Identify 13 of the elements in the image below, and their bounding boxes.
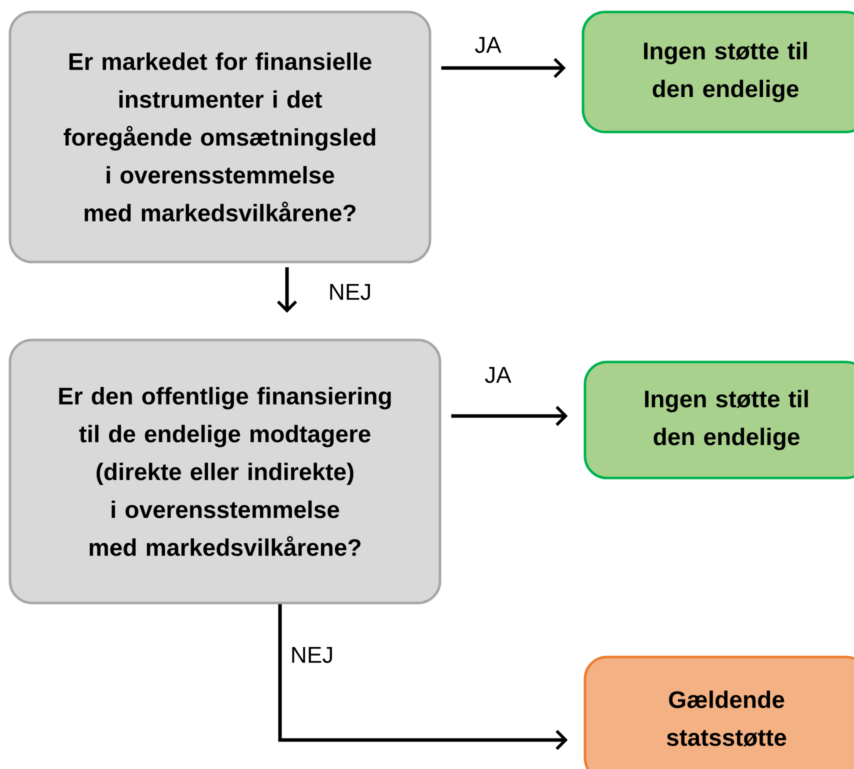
arrow xyxy=(276,267,298,313)
edge-label: NEJ xyxy=(289,646,335,664)
arrow xyxy=(441,58,566,78)
question-box: Er markedet for finansielle instrumenter i det foregående omsætningsled i overensstemmelse med markedsvilkårene? xyxy=(8,10,432,264)
outcome-box: Ingen støtte til den endelige xyxy=(584,360,854,480)
edge-label: JA xyxy=(484,366,512,384)
edge-label: NEJ xyxy=(327,283,373,301)
arrow xyxy=(451,406,568,426)
question-box: Er den offentlige finansiering til de endelige modtagere (direkte eller indirekte) i overensstemmelse med markedsvilkårene? xyxy=(8,338,442,604)
outcome-box: Ingen støtte til den endelige xyxy=(582,10,854,134)
edge-label: JA xyxy=(474,36,502,54)
arrow xyxy=(278,604,568,750)
outcome-box: Gældende statsstøtte xyxy=(584,656,854,769)
